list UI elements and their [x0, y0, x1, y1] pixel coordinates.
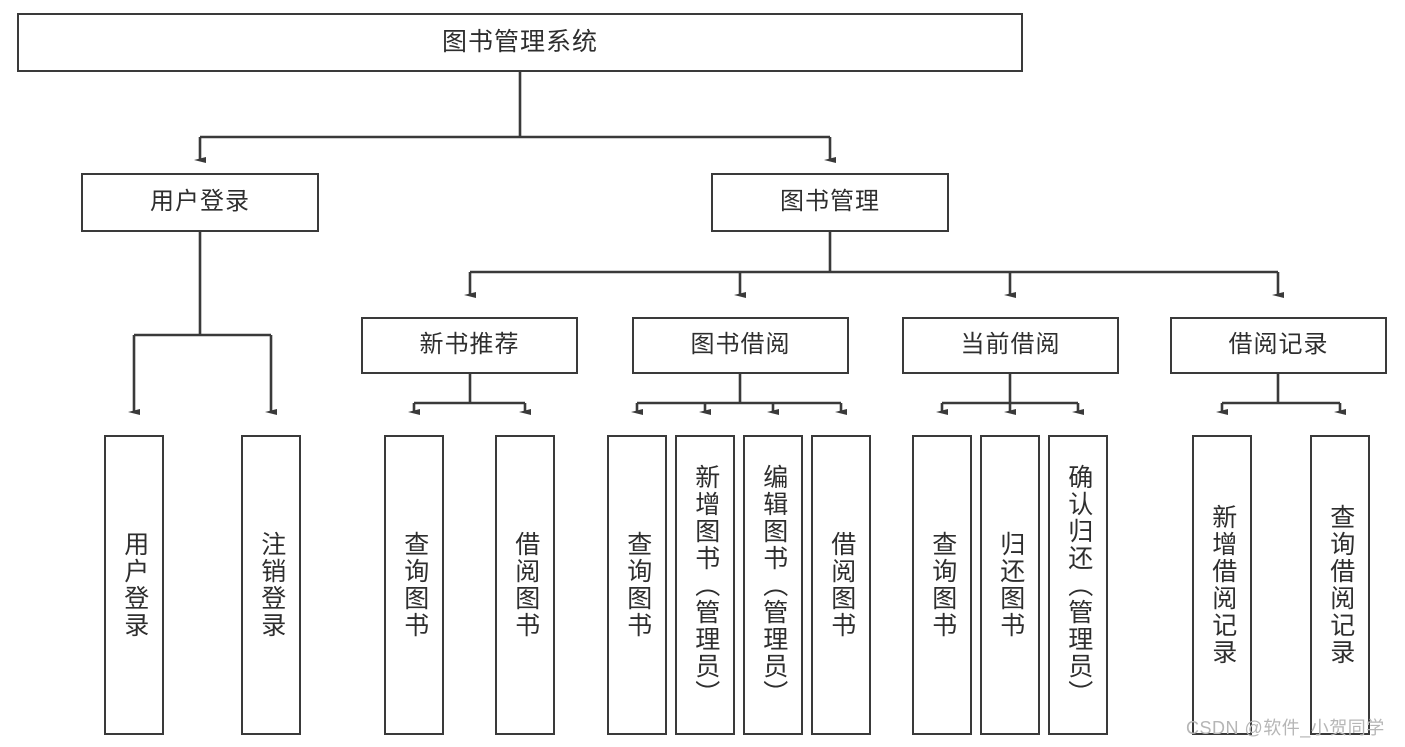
- node-label: 查询图书: [623, 531, 652, 639]
- node-label: 编辑图书（管理员）: [759, 463, 788, 707]
- node-label: 注销登录: [257, 531, 286, 639]
- node-new-book-recommend[interactable]: 新书推荐: [361, 317, 578, 374]
- node-label: 借阅图书: [827, 531, 856, 639]
- node-label: 图书管理: [780, 188, 880, 216]
- leaf-query-book-borrow[interactable]: 查询图书: [607, 435, 667, 735]
- leaf-borrow-book-recommend[interactable]: 借阅图书: [495, 435, 555, 735]
- leaf-add-borrow-record[interactable]: 新增借阅记录: [1192, 435, 1252, 735]
- node-label: 图书借阅: [690, 331, 791, 359]
- node-book-manage[interactable]: 图书管理: [711, 173, 949, 232]
- node-label: 新增借阅记录: [1208, 504, 1237, 666]
- node-label: 查询图书: [928, 531, 957, 639]
- node-label: 用户登录: [120, 531, 149, 639]
- node-label: 归还图书: [996, 531, 1025, 639]
- node-label: 用户登录: [150, 188, 250, 216]
- leaf-user-login[interactable]: 用户登录: [104, 435, 164, 735]
- node-label: 借阅记录: [1228, 331, 1329, 359]
- node-label: 新增图书（管理员）: [691, 463, 720, 707]
- node-label: 借阅图书: [511, 531, 540, 639]
- leaf-query-book-current[interactable]: 查询图书: [912, 435, 972, 735]
- leaf-logout-login[interactable]: 注销登录: [241, 435, 301, 735]
- node-label: 图书管理系统: [441, 27, 598, 56]
- node-label: 确认归还（管理员）: [1064, 463, 1093, 707]
- leaf-query-borrow-record[interactable]: 查询借阅记录: [1310, 435, 1370, 735]
- node-label: 查询借阅记录: [1326, 504, 1355, 666]
- node-borrow-record[interactable]: 借阅记录: [1170, 317, 1387, 374]
- leaf-borrow-book-borrow[interactable]: 借阅图书: [811, 435, 871, 735]
- node-label: 新书推荐: [419, 331, 520, 359]
- node-root-book-management-system[interactable]: 图书管理系统: [17, 13, 1023, 72]
- node-current-borrow[interactable]: 当前借阅: [902, 317, 1119, 374]
- leaf-query-book-recommend[interactable]: 查询图书: [384, 435, 444, 735]
- node-book-borrow[interactable]: 图书借阅: [632, 317, 849, 374]
- node-label: 当前借阅: [960, 331, 1061, 359]
- leaf-return-book[interactable]: 归还图书: [980, 435, 1040, 735]
- leaf-confirm-return-admin[interactable]: 确认归还（管理员）: [1048, 435, 1108, 735]
- leaf-edit-book-admin[interactable]: 编辑图书（管理员）: [743, 435, 803, 735]
- csdn-watermark: CSDN @软件_小贺同学: [1186, 718, 1385, 738]
- node-user-login[interactable]: 用户登录: [81, 173, 319, 232]
- node-label: 查询图书: [400, 531, 429, 639]
- leaf-add-book-admin[interactable]: 新增图书（管理员）: [675, 435, 735, 735]
